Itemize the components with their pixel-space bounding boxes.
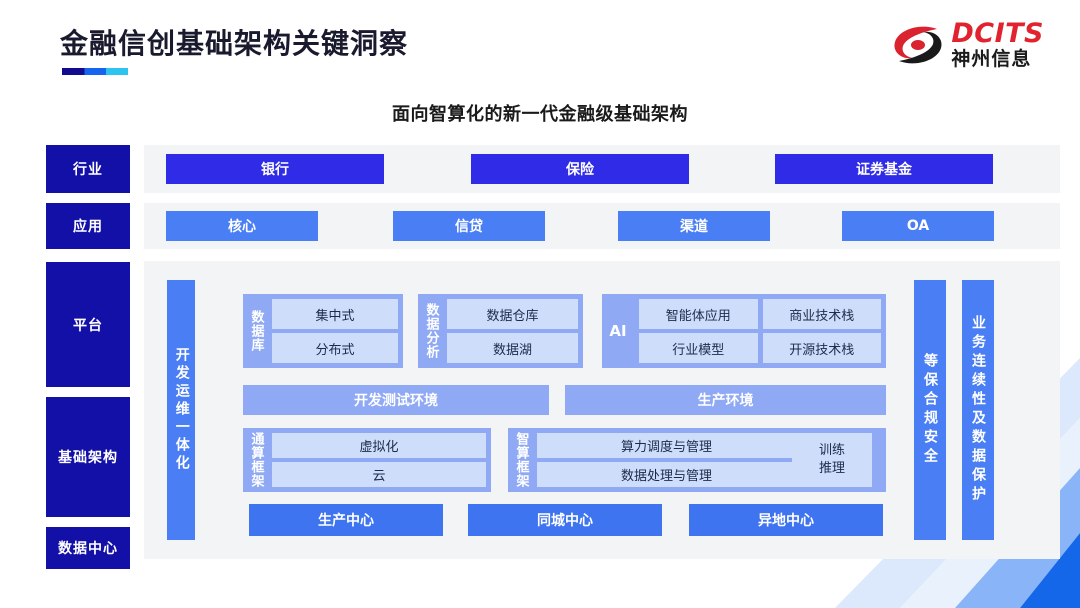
- database-group: 数据库 集中式 分布式: [243, 294, 403, 368]
- data-analysis-group-tag: 数据分析: [423, 303, 439, 359]
- data-analysis-chip-warehouse[interactable]: 数据仓库: [447, 299, 578, 329]
- lane-label-application: 应用: [46, 203, 130, 249]
- logo-text-cn: 神州信息: [951, 48, 1032, 70]
- devops-integration-bar[interactable]: 开发运维一体化: [167, 280, 195, 540]
- application-box-core[interactable]: 核心: [166, 211, 318, 241]
- brand-logo: DCITS 神州信息: [891, 20, 1044, 69]
- database-chip-distributed[interactable]: 分布式: [272, 333, 398, 363]
- intelligent-compute-chip-data-processing[interactable]: 数据处理与管理: [537, 462, 796, 487]
- datacenter-bar-production[interactable]: 生产中心: [249, 504, 443, 536]
- train-infer-box[interactable]: 训练 推理: [792, 433, 872, 487]
- environment-bar-dev-test[interactable]: 开发测试环境: [243, 385, 549, 415]
- environment-bar-production[interactable]: 生产环境: [565, 385, 886, 415]
- side-bar-compliance-security[interactable]: 等保合规安全: [914, 280, 946, 540]
- lane-label-infrastructure: 基础架构: [46, 397, 130, 517]
- data-analysis-group: 数据分析 数据仓库 数据湖: [418, 294, 583, 368]
- database-group-tag: 数据库: [248, 310, 264, 352]
- application-box-oa[interactable]: OA: [842, 211, 994, 241]
- industry-box-securities-fund[interactable]: 证券基金: [775, 154, 993, 184]
- general-compute-framework-tag: 通算框架: [248, 432, 264, 488]
- intelligent-compute-framework-tag: 智算框架: [513, 432, 529, 488]
- page-title: 金融信创基础架构关键洞察: [60, 27, 409, 60]
- general-compute-chip-virtualization[interactable]: 虚拟化: [272, 433, 486, 458]
- application-box-credit[interactable]: 信贷: [393, 211, 545, 241]
- side-bar-business-continuity[interactable]: 业务连续性及数据保护: [962, 280, 994, 540]
- industry-box-insurance[interactable]: 保险: [471, 154, 689, 184]
- ai-chip-agent-app[interactable]: 智能体应用: [639, 299, 758, 329]
- title-underline-rule: [62, 68, 128, 75]
- ai-chip-commercial-stack[interactable]: 商业技术栈: [762, 299, 881, 329]
- ai-chip-industry-model[interactable]: 行业模型: [639, 333, 758, 363]
- data-analysis-chip-lake[interactable]: 数据湖: [447, 333, 578, 363]
- swirl-logo-icon: [894, 26, 942, 63]
- datacenter-bar-same-city[interactable]: 同城中心: [468, 504, 662, 536]
- industry-box-bank[interactable]: 银行: [166, 154, 384, 184]
- lane-label-platform: 平台: [46, 262, 130, 387]
- ai-group-tag: AI: [609, 322, 627, 340]
- diagram-subtitle: 面向智算化的新一代金融级基础架构: [392, 104, 688, 125]
- datacenter-bar-remote[interactable]: 异地中心: [689, 504, 883, 536]
- application-box-channel[interactable]: 渠道: [618, 211, 770, 241]
- ai-chip-opensource-stack[interactable]: 开源技术栈: [762, 333, 881, 363]
- train-infer-label: 训练 推理: [818, 442, 845, 476]
- ai-group: AI 智能体应用 商业技术栈 行业模型 开源技术栈: [602, 294, 886, 368]
- general-compute-framework-group: 通算框架 虚拟化 云: [243, 428, 491, 492]
- database-chip-centralized[interactable]: 集中式: [272, 299, 398, 329]
- logo-text-en: DCITS: [951, 18, 1044, 49]
- general-compute-chip-cloud[interactable]: 云: [272, 462, 486, 487]
- lane-label-industry: 行业: [46, 145, 130, 193]
- lane-label-datacenter: 数据中心: [46, 527, 130, 569]
- intelligent-compute-chip-scheduling[interactable]: 算力调度与管理: [537, 433, 796, 458]
